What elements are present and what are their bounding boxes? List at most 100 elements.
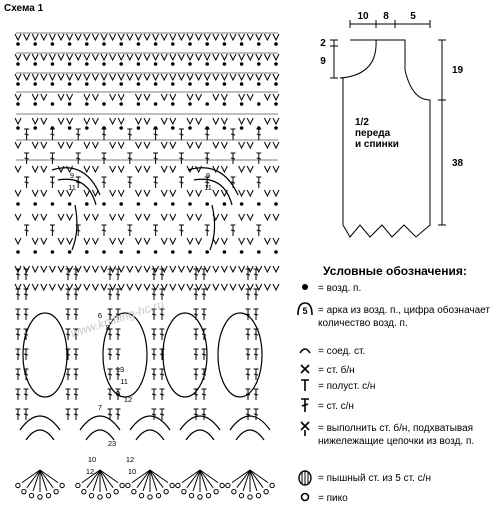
picot-icon	[296, 490, 314, 506]
v-stitch-icon	[57, 189, 65, 198]
v-stitch-icon	[263, 33, 271, 42]
v-stitch-icon	[246, 33, 254, 42]
picot-icon	[147, 494, 153, 500]
v-stitch-icon	[134, 141, 142, 150]
v-stitch-icon	[117, 117, 125, 126]
chain-dot-icon	[67, 126, 72, 130]
v-stitch-icon	[31, 33, 39, 42]
v-stitch-icon	[143, 93, 151, 102]
chain-dot-icon	[16, 62, 20, 66]
v-stitch-icon	[220, 141, 228, 150]
v-stitch-icon	[255, 265, 263, 274]
oval-arc	[162, 312, 208, 398]
picot-icon	[81, 488, 87, 495]
chain-dot-icon	[16, 82, 20, 86]
chain-dot-icon	[257, 62, 261, 66]
v-stitch-icon	[66, 237, 74, 246]
chain-dot-icon	[171, 62, 175, 66]
v-stitch-icon	[229, 73, 237, 82]
v-stitch-icon	[177, 73, 185, 82]
v-stitch-icon	[246, 283, 254, 292]
v-stitch-icon	[229, 265, 237, 274]
chain-dot-icon	[153, 62, 158, 66]
chain-count-label: 7	[98, 403, 102, 412]
v-stitch-icon	[57, 33, 65, 42]
v-stitch-icon	[31, 213, 39, 222]
v-stitch-icon	[134, 265, 142, 274]
chain-dot-icon	[171, 126, 175, 130]
slip-stitch-icon	[296, 343, 314, 359]
v-stitch-icon	[40, 265, 48, 274]
v-stitch-icon	[57, 141, 65, 150]
v-stitch-icon	[117, 283, 125, 292]
v-stitch-icon	[246, 237, 254, 246]
v-stitch-icon	[229, 283, 237, 292]
chain-dot-icon	[16, 42, 20, 46]
picot-icon	[238, 492, 245, 499]
v-stitch-icon	[272, 53, 280, 62]
chain-dot-icon	[257, 202, 261, 206]
v-stitch-icon	[40, 237, 48, 246]
v-stitch-icon	[246, 117, 254, 126]
v-stitch-icon	[91, 73, 99, 82]
chain-dot-icon	[50, 82, 55, 86]
v-stitch-icon	[169, 73, 177, 82]
v-stitch-icon	[263, 165, 271, 174]
chain-dot-icon	[257, 42, 261, 46]
legend-title: Условные обозначения:	[323, 264, 467, 278]
v-stitch-icon	[220, 213, 228, 222]
v-stitch-icon	[14, 33, 22, 42]
v-stitch-icon	[40, 283, 48, 292]
chain-dot-icon	[136, 250, 141, 254]
picot-icon	[138, 492, 145, 499]
v-stitch-icon	[134, 283, 142, 292]
v-stitch-icon	[14, 141, 22, 150]
chain-count-label: 10	[88, 455, 96, 464]
v-stitch-icon	[83, 33, 91, 42]
legend-item-text: = соед. ст.	[318, 346, 366, 357]
chain-dot-icon	[136, 42, 141, 46]
v-stitch-icon	[195, 53, 203, 62]
dim-right-38: 38	[452, 158, 464, 169]
v-stitch-icon	[246, 93, 254, 102]
half-double-crochet-icon	[296, 378, 314, 394]
v-stitch-icon	[66, 213, 74, 222]
v-stitch-icon	[246, 141, 254, 150]
v-stitch-icon	[143, 141, 151, 150]
v-stitch-icon	[66, 33, 74, 42]
picot-icon	[105, 492, 112, 499]
v-stitch-icon	[31, 265, 39, 274]
oval-arc	[102, 312, 148, 398]
v-stitch-icon	[91, 213, 99, 222]
v-stitch-icon	[203, 283, 211, 292]
v-stitch-icon	[169, 237, 177, 246]
picot-icon	[263, 488, 269, 495]
chain-dot-icon	[119, 42, 123, 46]
chain-dot-icon	[188, 102, 192, 106]
chain-dot-icon	[153, 102, 158, 106]
v-stitch-icon	[263, 189, 271, 198]
v-stitch-icon	[238, 117, 246, 126]
picot-icon	[181, 488, 187, 495]
v-stitch-icon	[109, 33, 117, 42]
v-stitch-icon	[212, 117, 220, 126]
v-stitch-icon	[117, 237, 125, 246]
chain-dot-icon	[222, 42, 227, 46]
picot-icon	[255, 492, 262, 499]
chain-dot-icon	[205, 42, 209, 46]
v-stitch-icon	[143, 237, 151, 246]
chain-dot-icon	[188, 126, 192, 130]
chain-dot-icon	[119, 62, 123, 66]
chain-count-label: 9	[116, 389, 120, 398]
chain-dot-icon	[171, 250, 175, 254]
picot-icon	[155, 492, 162, 499]
dim-left-2: 2	[320, 38, 326, 49]
chain-dot-icon	[222, 62, 227, 66]
v-stitch-icon	[255, 33, 263, 42]
picot-icon	[37, 494, 43, 500]
oval-arc	[217, 312, 263, 398]
v-stitch-icon	[238, 189, 246, 198]
v-stitch-icon	[220, 283, 228, 292]
v-stitch-icon	[229, 33, 237, 42]
